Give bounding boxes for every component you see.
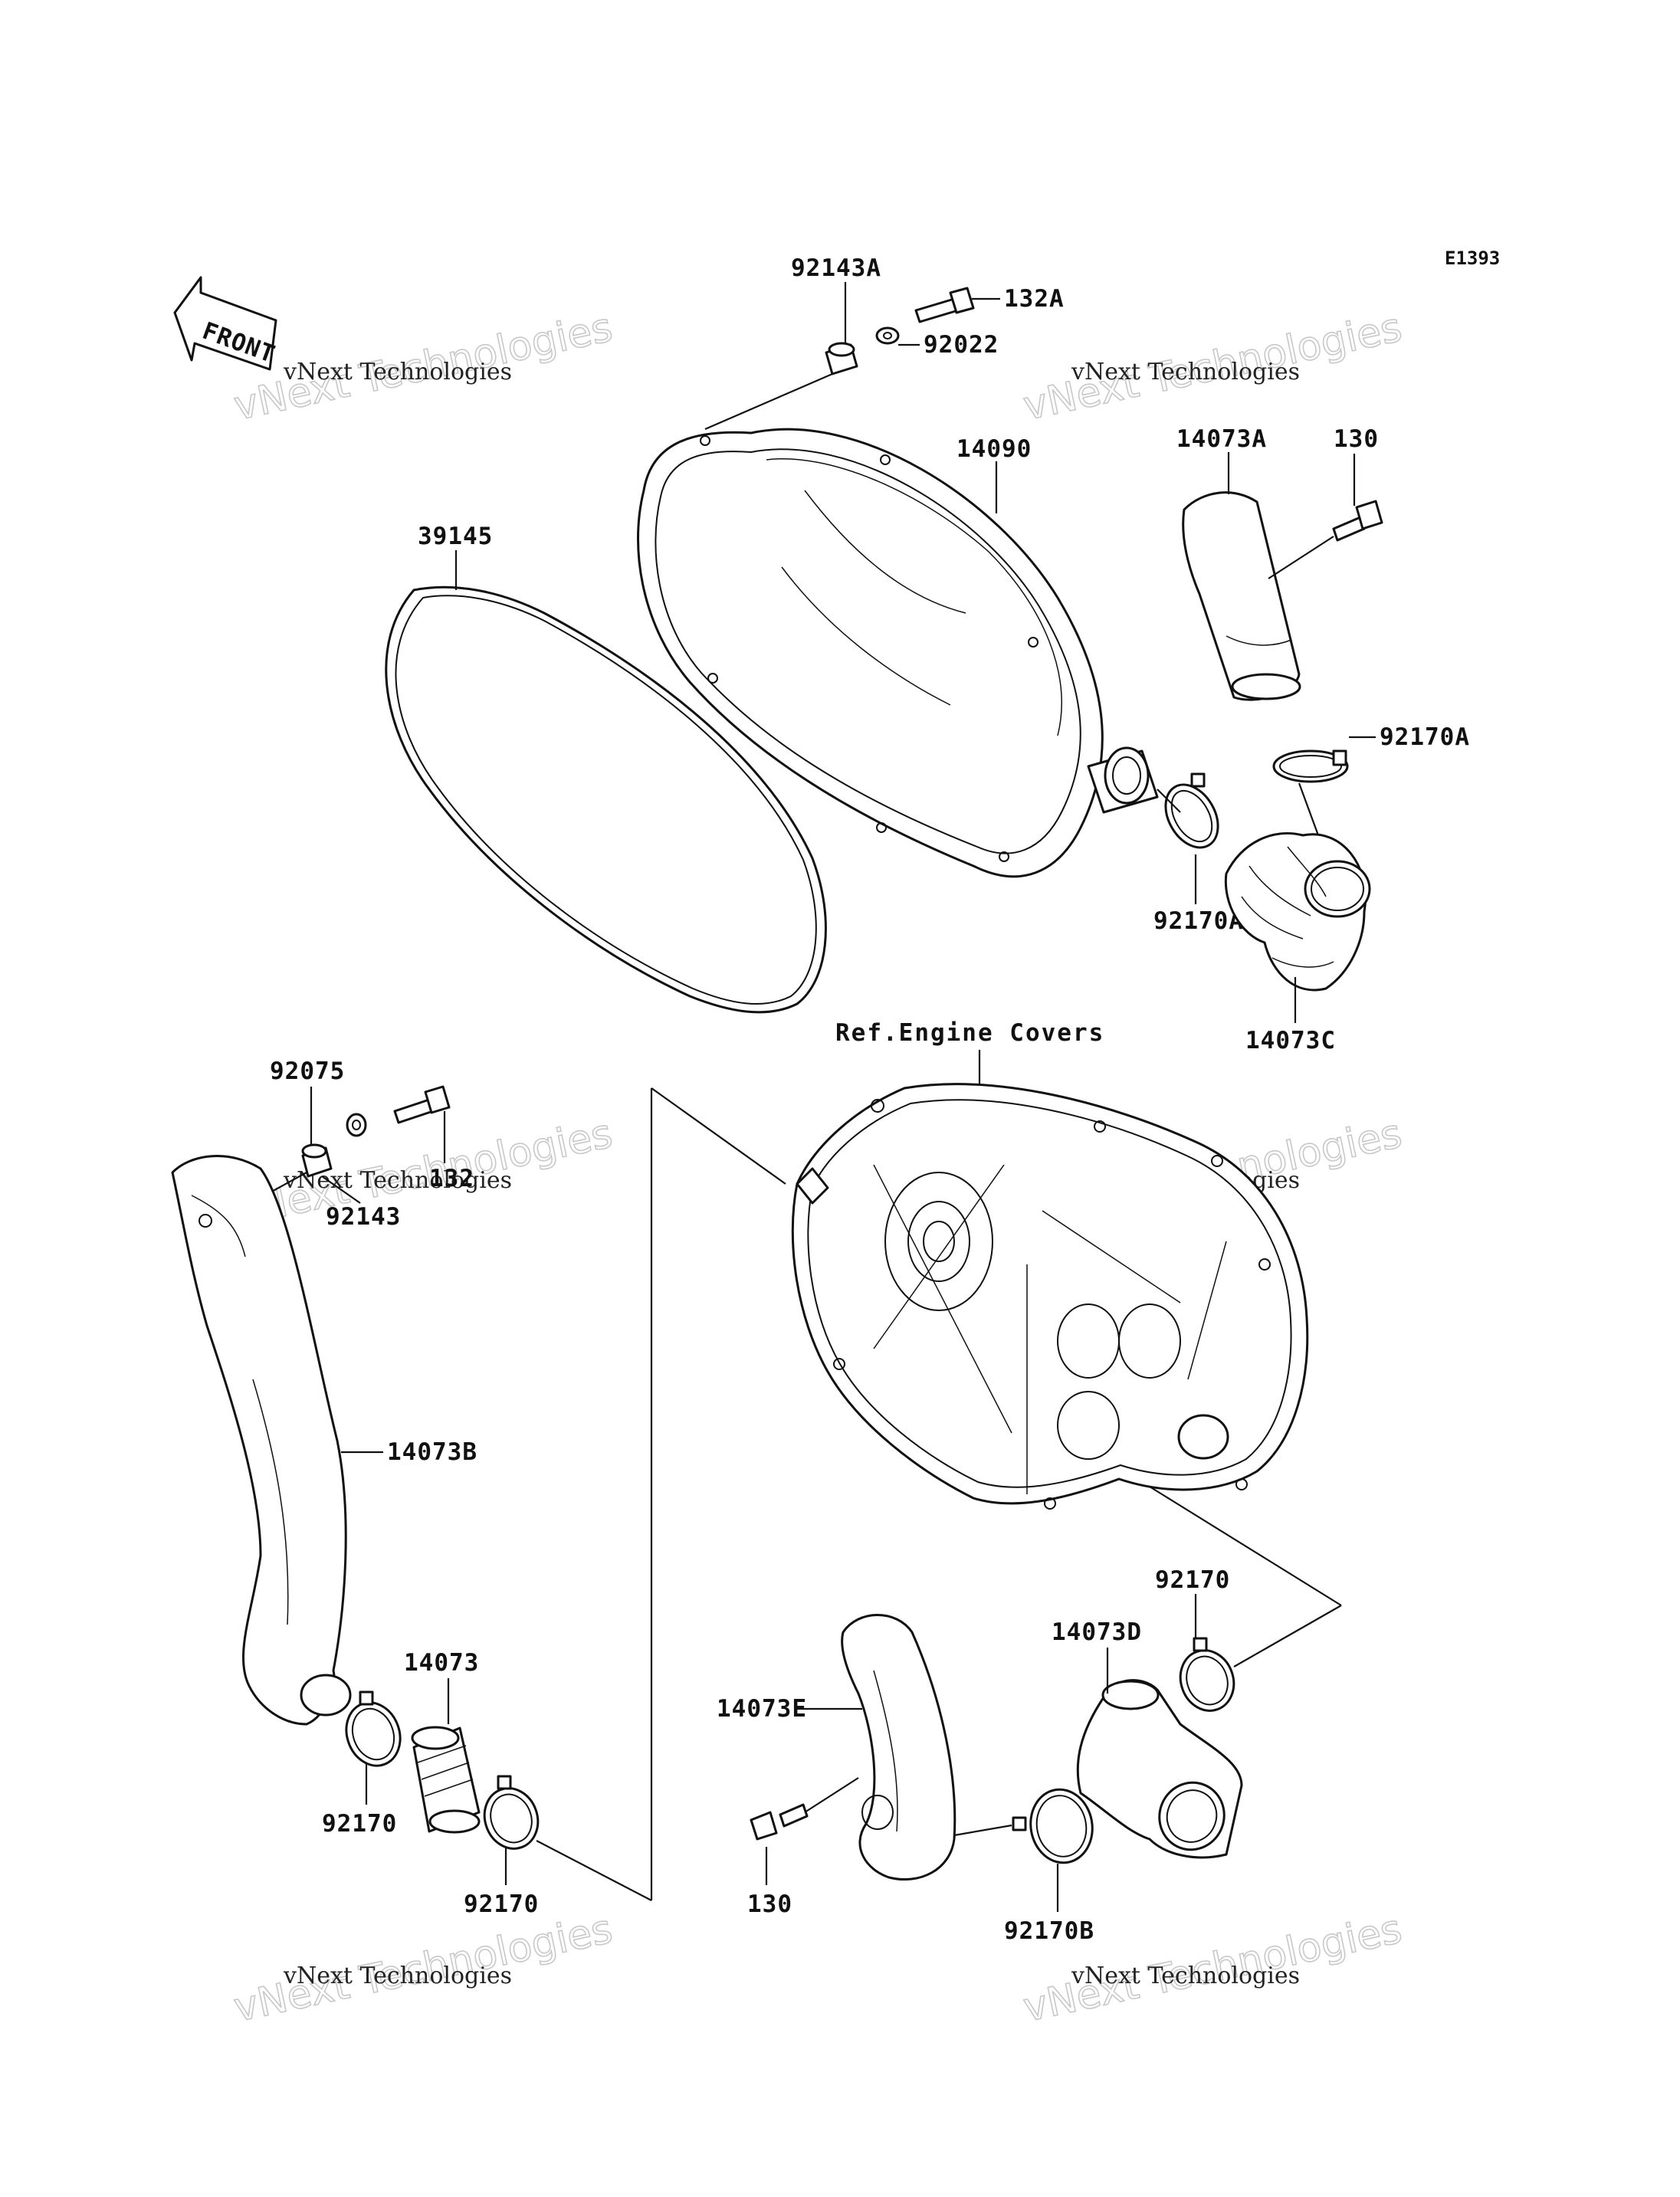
washer-92022-icon bbox=[875, 326, 900, 345]
watermark-text-6: vNext Technologies bbox=[1071, 1963, 1300, 1989]
bellows-14073 bbox=[411, 1726, 481, 1834]
gasket-39145 bbox=[385, 585, 827, 1014]
engine-cover bbox=[791, 1083, 1309, 1510]
label-132a: 132A bbox=[1004, 285, 1065, 313]
bellows-14073c bbox=[1224, 831, 1371, 992]
label-14073c: 14073C bbox=[1245, 1027, 1336, 1054]
label-92170a-right: 92170A bbox=[1380, 723, 1470, 751]
reference-note: Ref.Engine Covers bbox=[835, 1019, 1104, 1047]
label-92022: 92022 bbox=[924, 331, 999, 359]
label-92170b: 92170B bbox=[1004, 1917, 1094, 1945]
label-14073e: 14073E bbox=[717, 1695, 807, 1723]
label-92170-right: 92170 bbox=[1155, 1566, 1230, 1594]
duct-14073b bbox=[171, 1155, 352, 1726]
label-130-bottom: 130 bbox=[747, 1890, 792, 1918]
bolt-130-bottom-icon bbox=[750, 1803, 809, 1841]
label-14090: 14090 bbox=[956, 435, 1032, 463]
label-92170-left: 92170 bbox=[322, 1810, 397, 1838]
watermark-text-5: vNext Technologies bbox=[283, 1963, 512, 1989]
label-130-top: 130 bbox=[1334, 425, 1379, 453]
washer-92143-icon bbox=[346, 1113, 367, 1137]
diagram-code: E1393 bbox=[1445, 248, 1500, 269]
label-92143a: 92143A bbox=[791, 254, 881, 282]
bolt-132-icon bbox=[393, 1085, 451, 1124]
collar-92143a-icon bbox=[825, 342, 858, 375]
label-92170-mid: 92170 bbox=[464, 1890, 539, 1918]
label-92143: 92143 bbox=[326, 1203, 401, 1231]
label-39145: 39145 bbox=[418, 523, 493, 550]
collar-92075-icon bbox=[301, 1143, 333, 1178]
clamp-92170a-lower-icon bbox=[1164, 772, 1219, 849]
label-14073b: 14073B bbox=[387, 1438, 477, 1466]
clamp-92170b-icon bbox=[1012, 1788, 1094, 1864]
clamp-92170a-right-icon bbox=[1272, 749, 1349, 783]
duct-14073a bbox=[1182, 491, 1301, 701]
label-92075: 92075 bbox=[270, 1058, 345, 1085]
bolt-130-top-icon bbox=[1332, 500, 1383, 542]
elbow-14073d bbox=[1076, 1679, 1243, 1859]
bolt-132a-icon bbox=[914, 287, 975, 323]
front-arrow-icon: FRONT bbox=[173, 276, 279, 371]
label-14073d: 14073D bbox=[1052, 1618, 1142, 1646]
label-92170a-lower: 92170A bbox=[1153, 907, 1244, 935]
label-14073a: 14073A bbox=[1176, 425, 1267, 453]
label-14073: 14073 bbox=[404, 1649, 479, 1677]
outer-cover-14090 bbox=[637, 428, 1159, 878]
duct-14073e bbox=[841, 1614, 956, 1881]
watermark-text-1: vNext Technologies bbox=[283, 359, 512, 385]
clamp-92170-left-icon bbox=[345, 1690, 402, 1767]
clamp-92170-mid-icon bbox=[483, 1775, 540, 1850]
watermark-text-2: vNext Technologies bbox=[1071, 359, 1300, 385]
clamp-92170-right-icon bbox=[1179, 1637, 1235, 1712]
label-132: 132 bbox=[429, 1165, 474, 1192]
